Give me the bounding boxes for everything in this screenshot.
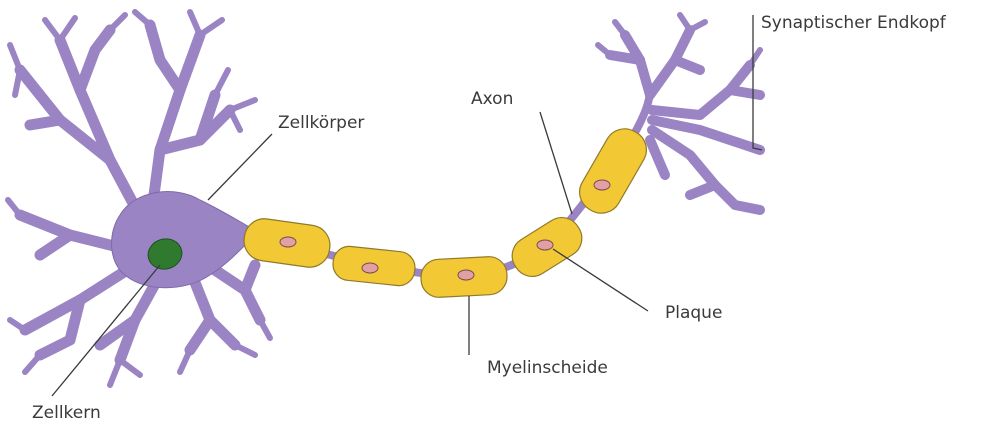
leader-cell-body bbox=[208, 134, 272, 200]
label-synaptic-terminal: Synaptischer Endkopf bbox=[761, 13, 947, 33]
label-cell-body: Zellkörper bbox=[278, 113, 364, 133]
leader-axon bbox=[540, 112, 572, 214]
neuron-cell bbox=[8, 12, 270, 385]
myelin-segment bbox=[331, 245, 416, 287]
plaque-dot bbox=[362, 263, 378, 273]
plaque-dot bbox=[594, 180, 610, 190]
label-plaque: Plaque bbox=[665, 303, 722, 323]
plaque-dot bbox=[280, 237, 296, 247]
leader-plaque bbox=[553, 249, 648, 311]
leader-synaptic-terminal bbox=[753, 15, 762, 150]
label-myelin-sheath: Myelinscheide bbox=[487, 358, 608, 378]
plaque-dot bbox=[537, 240, 553, 250]
label-nucleus: Zellkern bbox=[32, 403, 101, 423]
cell-body bbox=[112, 192, 258, 288]
myelin-segment bbox=[420, 256, 508, 298]
myelin-segment bbox=[572, 122, 653, 221]
myelin-segments bbox=[241, 122, 653, 299]
plaque-dot bbox=[458, 270, 474, 280]
synaptic-terminal-branches bbox=[610, 30, 760, 210]
label-axon: Axon bbox=[471, 89, 513, 109]
myelin-segment bbox=[505, 210, 589, 283]
